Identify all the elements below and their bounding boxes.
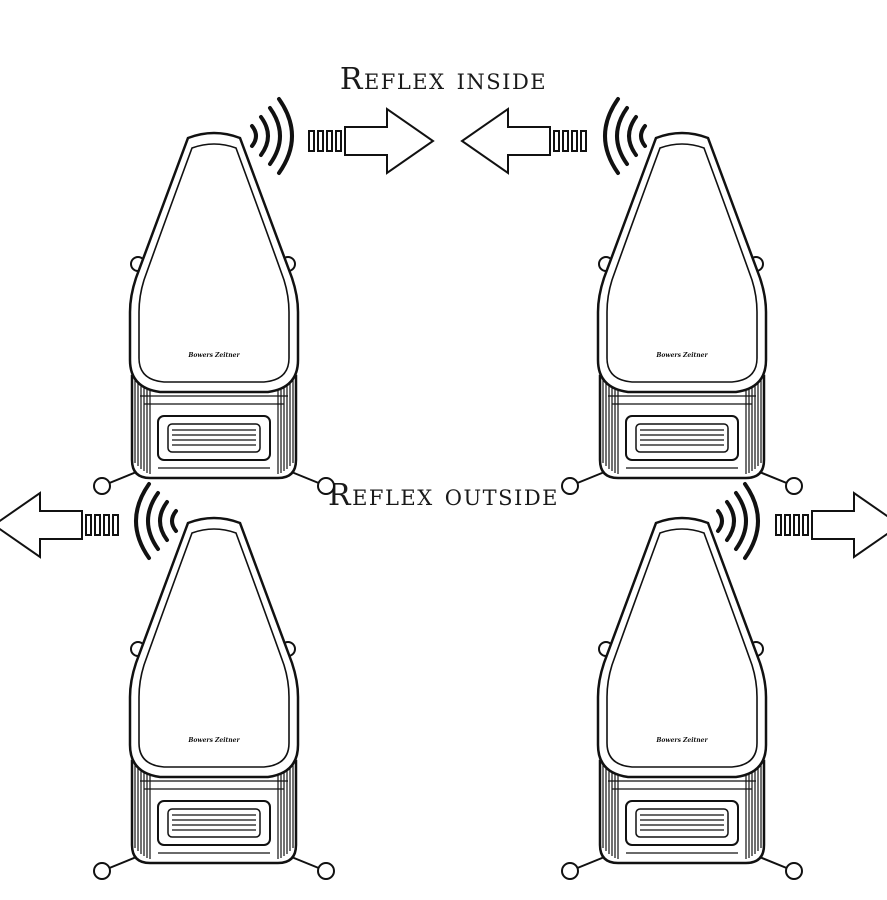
sound-waves-icon (134, 482, 178, 560)
speaker-icon-bottom-left (92, 516, 336, 881)
sound-waves-icon (250, 97, 294, 175)
caption-reflex-inside: Reflex inside (339, 62, 548, 97)
speaker-brand-label: Bowers Zeitner (187, 352, 240, 359)
speaker-icon-top-right (560, 131, 804, 496)
arrow-icon-left (461, 108, 587, 174)
caption-reflex-outside: Reflex outside (327, 478, 560, 513)
speaker-brand-label: Bowers Zeitner (655, 352, 708, 359)
sound-waves-icon (716, 482, 760, 560)
sound-waves-icon (603, 97, 647, 175)
speaker-icon-bottom-right (560, 516, 804, 881)
arrow-icon-left (0, 492, 119, 558)
arrow-icon-right (775, 492, 887, 558)
speaker-icon-top-left (92, 131, 336, 496)
arrow-icon-right (308, 108, 434, 174)
speaker-brand-label: Bowers Zeitner (187, 737, 240, 744)
speaker-brand-label: Bowers Zeitner (655, 737, 708, 744)
